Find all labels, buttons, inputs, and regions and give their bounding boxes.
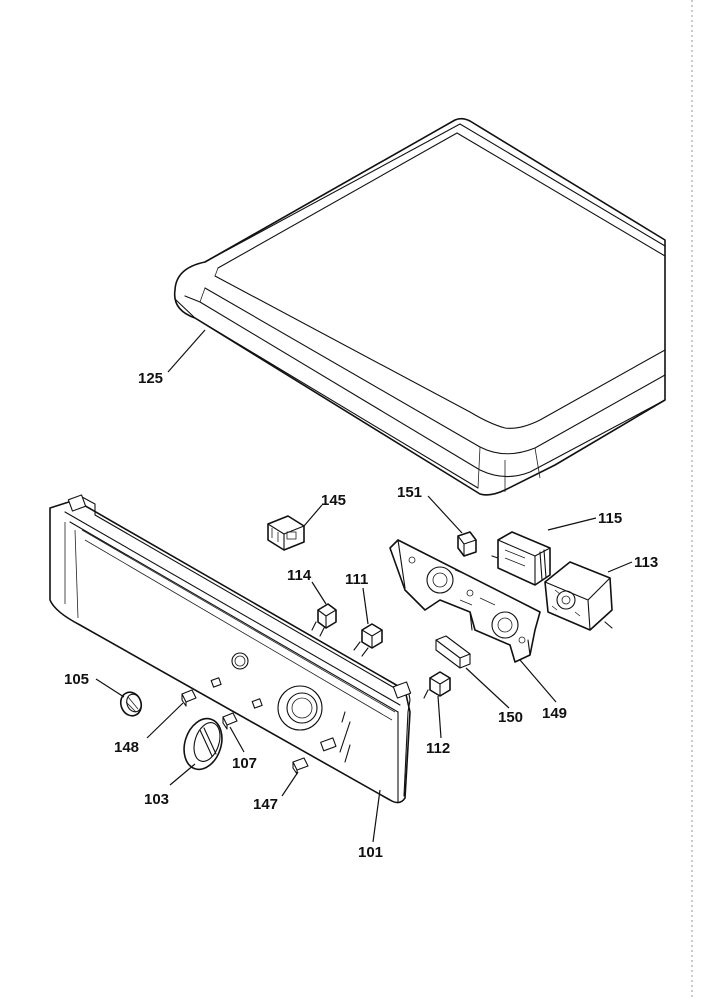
part-151-clip [457, 531, 477, 557]
part-101-control-panel [49, 494, 412, 804]
callout-151: 151 [397, 484, 422, 501]
leader-101 [372, 789, 381, 843]
part-103-knob [183, 717, 223, 771]
part-111-switch [353, 623, 383, 657]
part-113-timer-motor [544, 561, 613, 631]
part-148-button [181, 689, 197, 707]
callout-115: 115 [598, 510, 622, 527]
callout-150: 150 [498, 709, 523, 726]
part-150-bracket [435, 635, 471, 669]
leader-149 [519, 659, 557, 703]
callout-107: 107 [232, 755, 257, 772]
callout-113: 113 [634, 554, 658, 571]
part-125-top-lid [173, 117, 666, 496]
callout-148: 148 [114, 739, 139, 756]
leader-145 [303, 504, 323, 527]
leader-147 [281, 771, 299, 797]
part-107-button [222, 712, 238, 730]
leader-lines [95, 329, 633, 843]
leader-151 [427, 495, 463, 534]
part-115-timer [491, 531, 551, 586]
callout-112: 112 [426, 740, 450, 757]
callout-147: 147 [253, 796, 278, 813]
leader-111 [362, 587, 369, 625]
part-147-button [292, 757, 309, 775]
leader-105 [95, 678, 125, 698]
leader-107 [229, 726, 245, 753]
part-114-switch [311, 603, 337, 637]
callout-105: 105 [64, 671, 89, 688]
callout-101: 101 [358, 844, 383, 861]
callout-145: 145 [321, 492, 346, 509]
callout-125: 125 [138, 370, 163, 387]
leader-112 [437, 695, 442, 739]
callout-labels: 125 145 151 115 113 114 111 105 148 107 … [64, 370, 658, 861]
leader-150 [465, 667, 510, 709]
callout-114: 114 [287, 567, 312, 584]
part-112-switch [423, 671, 451, 699]
leader-115 [547, 517, 597, 531]
leader-114 [311, 581, 327, 605]
part-105-knob-cap [119, 691, 143, 717]
callout-111: 111 [345, 571, 368, 588]
callout-149: 149 [542, 705, 567, 722]
part-145-switch [267, 515, 305, 551]
leader-113 [607, 561, 633, 573]
leader-103 [169, 763, 196, 786]
leader-148 [146, 702, 184, 739]
part-149-circuit-board [389, 539, 541, 663]
callout-103: 103 [144, 791, 169, 808]
leader-125 [167, 329, 206, 373]
